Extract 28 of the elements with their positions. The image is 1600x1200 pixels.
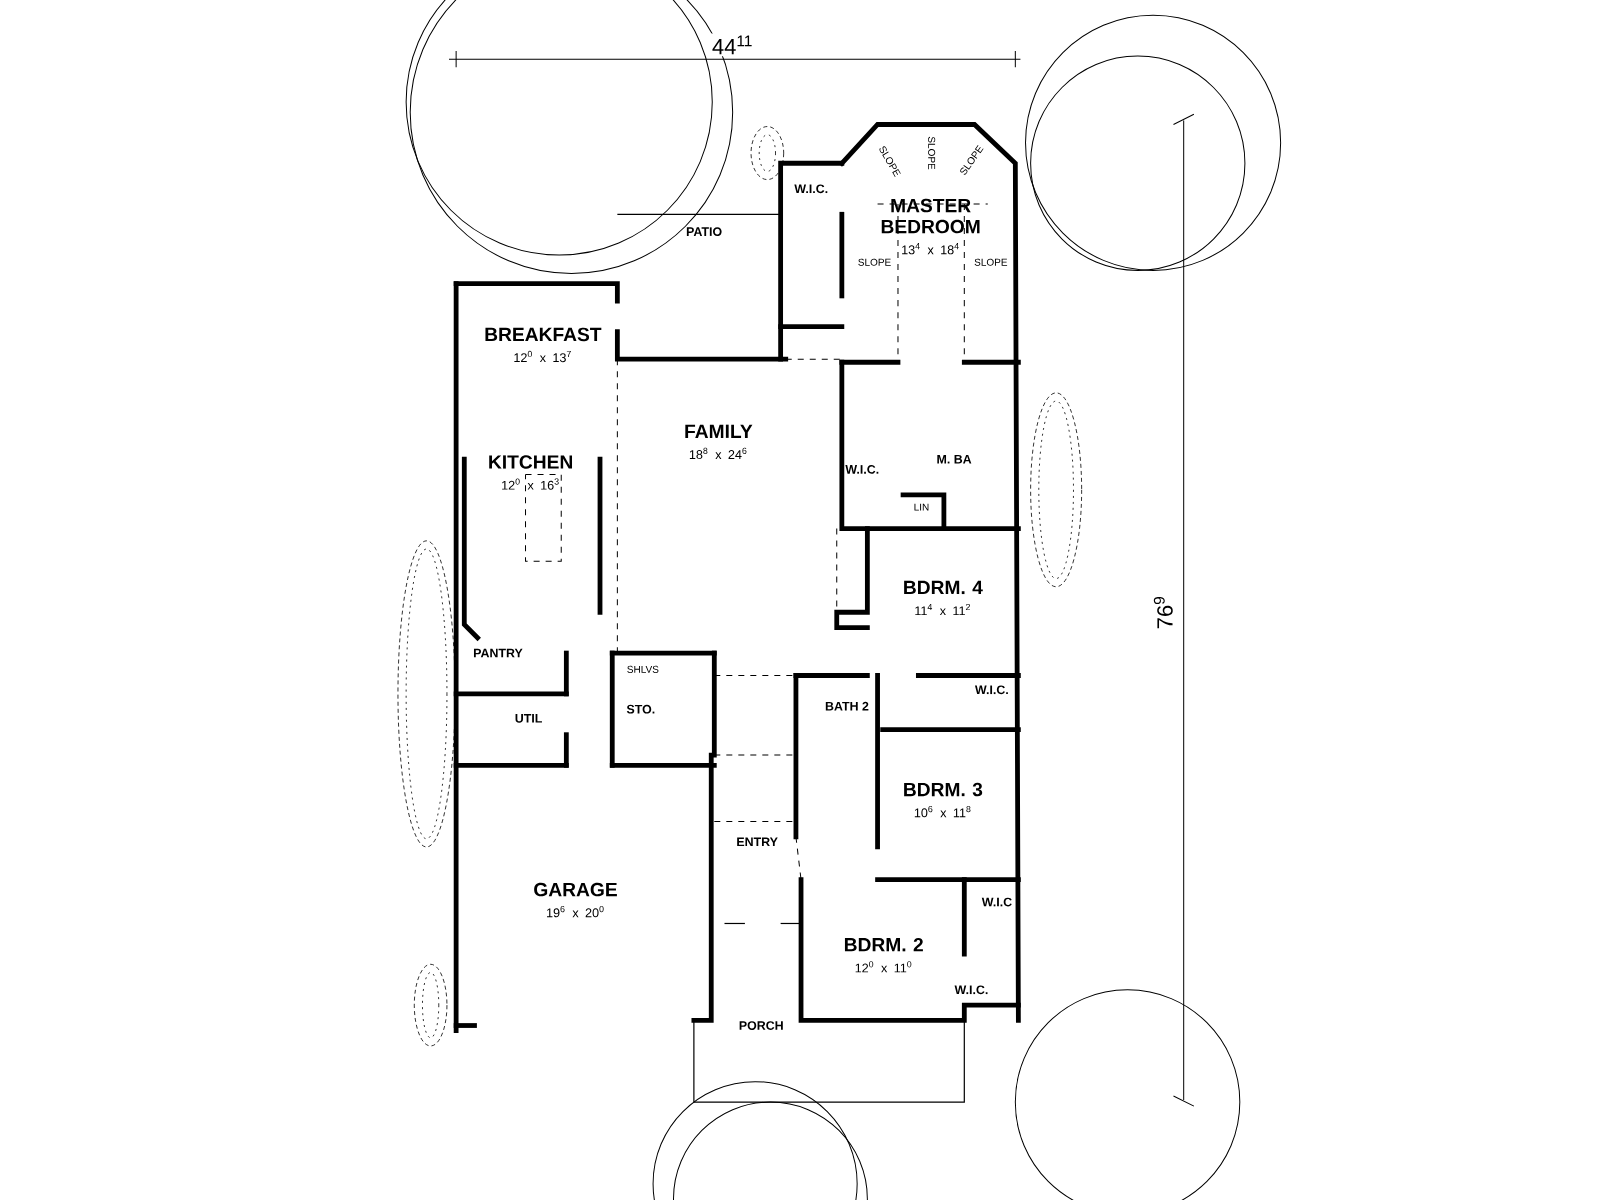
room-label: MASTER BEDROOM 13$^{4}$ x 18$^{4}$ [881, 198, 980, 255]
room-label: KITCHEN 12$^{0}$ x 16$^{3}$ [489, 455, 572, 490]
room-label: BATH 2 [825, 701, 869, 711]
room-label: FAMILY 18$^{8}$ x 24$^{6}$ [685, 424, 753, 459]
plan-note: SHLVS [624, 663, 661, 675]
room-label: GARAGE 19$^{6}$ x 20$^{0}$ [534, 882, 617, 918]
room-label: PORCH [739, 1021, 783, 1030]
room-label: PATIO [686, 227, 722, 237]
plan-note: LIN [911, 501, 932, 513]
room-label: BDRM. 2 12$^{0}$ x 11$^{0}$ [844, 937, 923, 973]
plan-note: SLOPE [855, 256, 894, 268]
room-label: M. BA [937, 454, 972, 464]
room-label: W.I.C. [954, 985, 988, 995]
plan-note: SLOPE [972, 256, 1010, 268]
room-label: W.I.C. [974, 685, 1008, 695]
room-label: W.I.C [981, 897, 1012, 907]
room-label: ENTRY [737, 837, 778, 847]
dimension-label: 44$^{11}$ [709, 33, 756, 57]
room-label: W.I.C. [845, 465, 879, 474]
room-label: BDRM. 4 11$^{4}$ x 11$^{2}$ [904, 580, 983, 616]
room-label: UTIL [515, 714, 542, 723]
dimension-label: 76$^{9}$ [1151, 593, 1175, 632]
room-label: BREAKFAST 12$^{0}$ x 13$^{7}$ [485, 327, 602, 363]
room-label: PANTRY [473, 648, 523, 658]
plan-note: SLOPE [926, 134, 938, 172]
room-label: STO. [626, 704, 655, 714]
room-label: W.I.C. [794, 184, 828, 194]
room-label: BDRM. 3 10$^{6}$ x 11$^{8}$ [904, 782, 983, 818]
